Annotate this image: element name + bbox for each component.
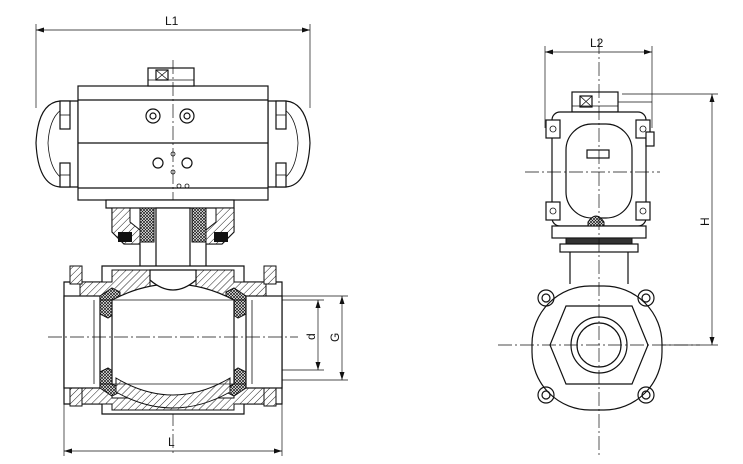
label-L1: L1: [165, 14, 179, 28]
side-flange: [531, 285, 663, 411]
valve-body-section: [63, 265, 283, 415]
side-neck: [569, 252, 629, 284]
label-L: L: [168, 435, 175, 449]
actuator-left-cap: [35, 100, 79, 188]
actuator-right-cap: [267, 100, 311, 188]
dimension-d: d: [282, 299, 324, 371]
side-top-fitting: [571, 91, 652, 113]
label-d: d: [304, 333, 318, 340]
label-G: G: [328, 333, 342, 342]
side-view: L2 H: [498, 36, 718, 455]
dimension-L: L: [63, 404, 283, 456]
dimension-G: G: [282, 295, 348, 381]
mounting-bracket: [105, 199, 235, 271]
label-L2: L2: [590, 36, 604, 50]
dimension-H: H: [622, 93, 718, 346]
label-H: H: [698, 217, 712, 226]
dimension-L1: L1: [35, 14, 311, 108]
front-view: L1: [35, 14, 348, 456]
side-actuator: [545, 111, 655, 253]
dimension-L2: L2: [544, 36, 653, 128]
